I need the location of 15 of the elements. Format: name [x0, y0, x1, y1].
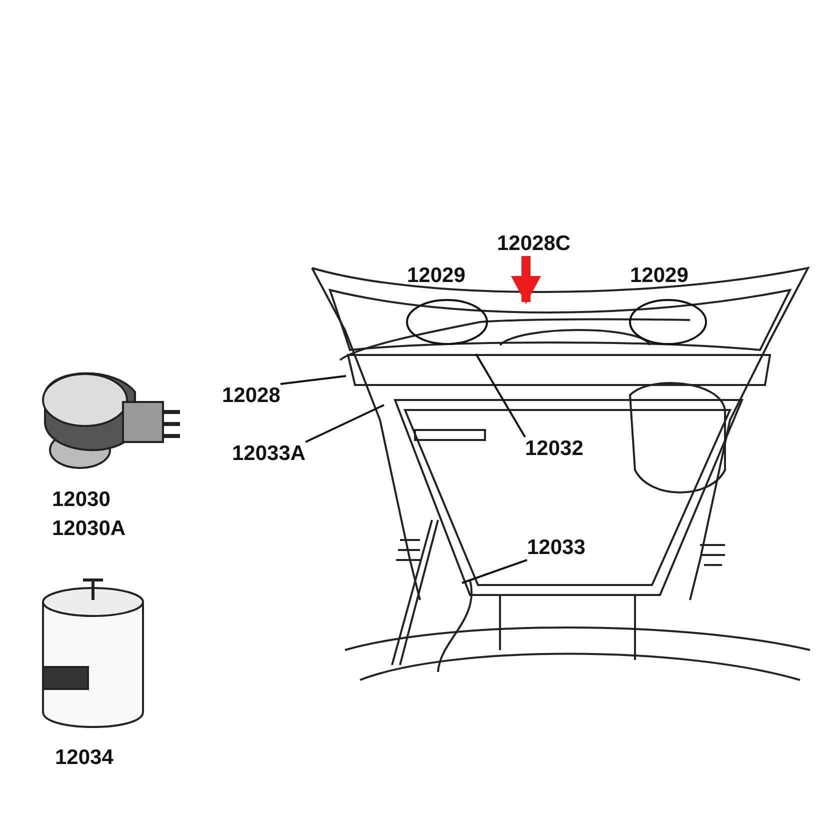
leader-line — [462, 559, 528, 584]
leader-line — [305, 404, 384, 443]
part-number: 12032 — [525, 437, 584, 461]
part-number: 12028C — [497, 232, 571, 256]
part-number: 12029 — [407, 264, 466, 288]
part-number: 12030A — [52, 517, 126, 541]
part-number: 12033 — [527, 536, 586, 560]
part-number: 12033A — [232, 442, 306, 466]
leader-line — [475, 354, 526, 438]
leader-line — [280, 375, 346, 385]
part-number: 12029 — [630, 264, 688, 288]
arrow — [511, 256, 541, 304]
part-number: 12034 — [55, 746, 114, 770]
part-number: 12028 — [222, 384, 280, 408]
part-number: 12030 — [52, 488, 110, 512]
